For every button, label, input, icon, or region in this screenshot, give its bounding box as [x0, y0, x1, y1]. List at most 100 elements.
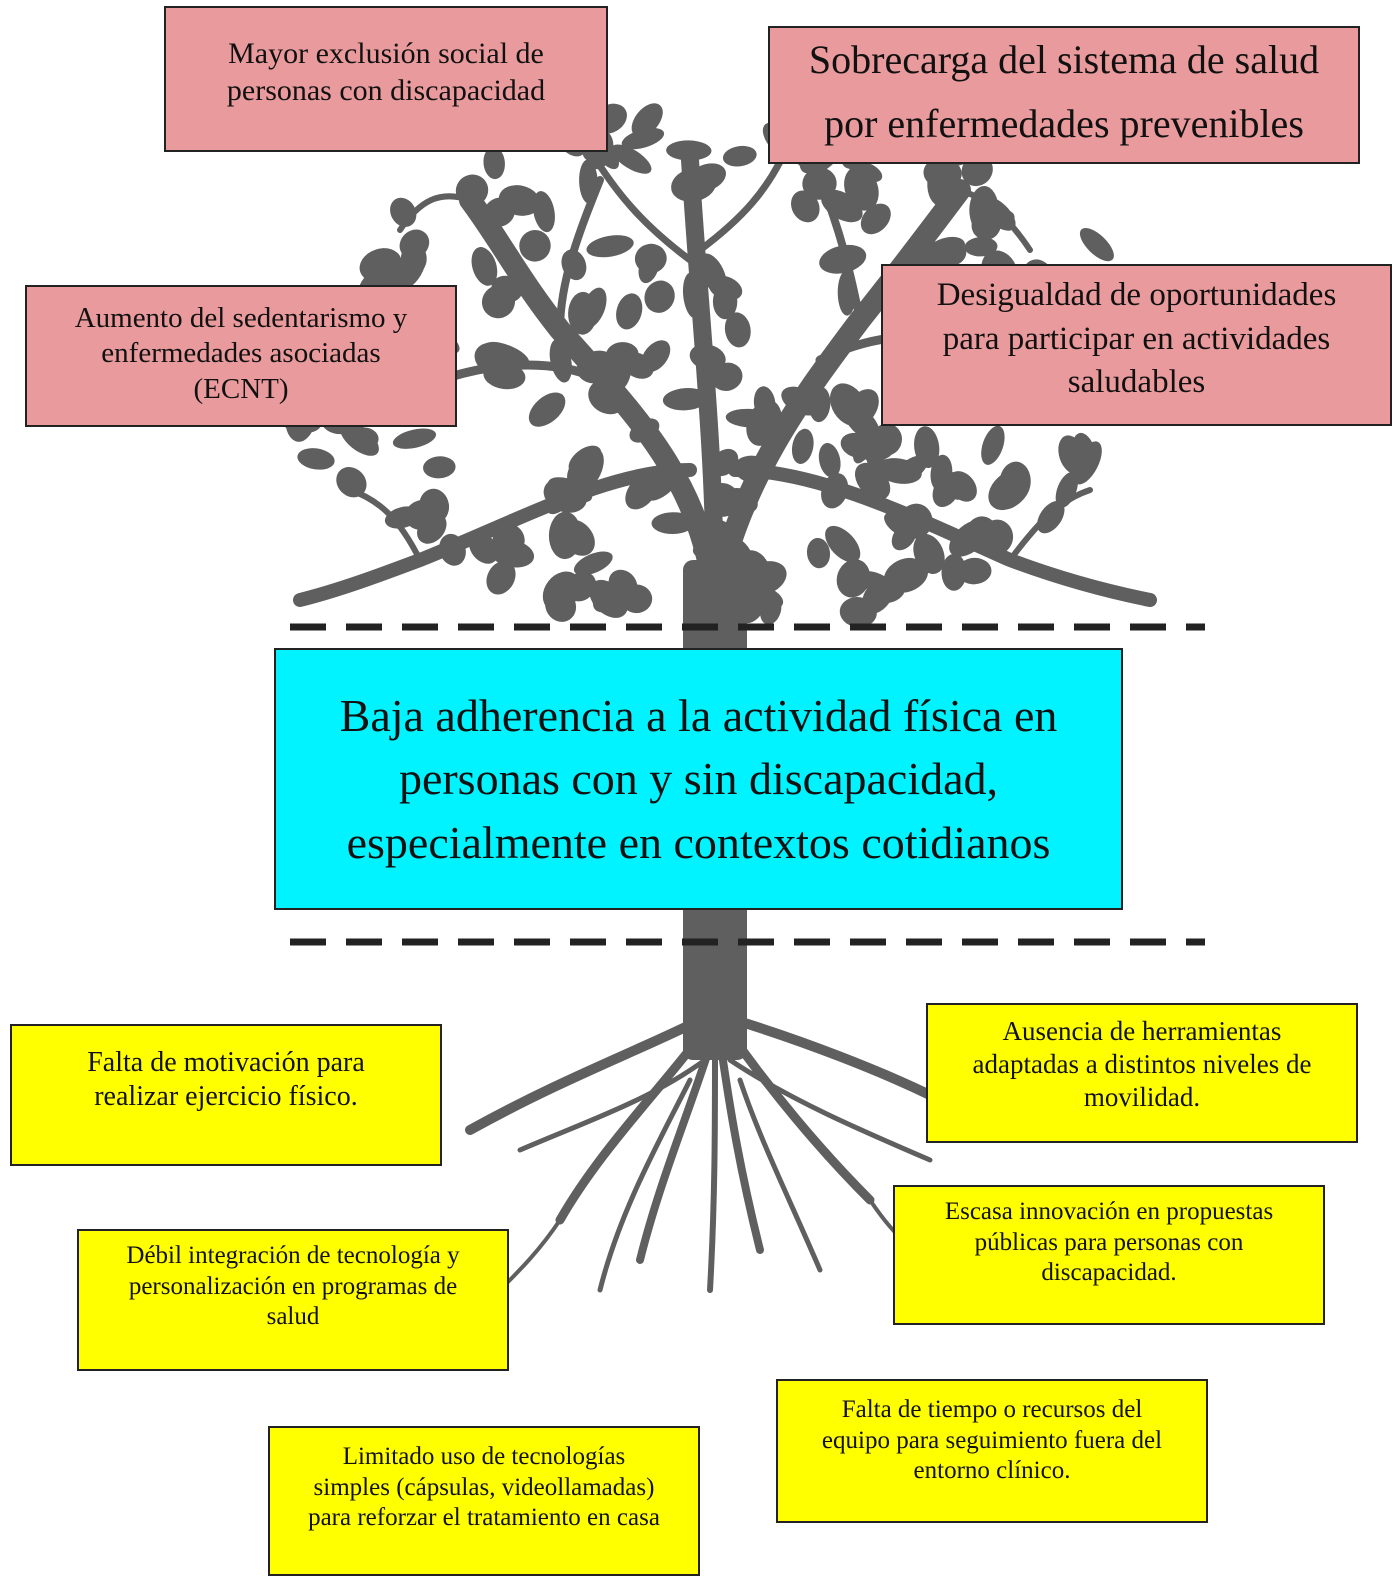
effect-box-social-exclusion: Mayor exclusión social de personas con d… [164, 6, 608, 152]
cause-text: Limitado uso de tecnologías simples (cáp… [308, 1443, 660, 1531]
leaf [935, 242, 967, 267]
effect-box-health-system-overload: Sobrecarga del sistema de salud por enfe… [768, 26, 1360, 164]
leaf [471, 247, 498, 286]
leaf [399, 229, 430, 259]
leaf [483, 146, 505, 180]
leaf [964, 236, 998, 257]
cause-box-weak-tech-integration: Débil integración de tecnología y person… [77, 1229, 509, 1371]
root [730, 1015, 945, 1105]
leaf [608, 569, 638, 600]
leaf [573, 551, 613, 576]
cause-box-low-innovation: Escasa innovación en propuestas públicas… [893, 1185, 1325, 1325]
effect-text: Aumento del sedentarismo y enfermedades … [74, 302, 408, 405]
leaf [981, 425, 1005, 465]
effect-box-sedentarism: Aumento del sedentarismo y enfermedades … [25, 285, 457, 427]
leaf [722, 145, 757, 167]
leaf [836, 559, 871, 598]
central-problem-text: Baja adherencia a la actividad física en… [339, 689, 1058, 868]
leaf [825, 525, 861, 563]
cause-box-lack-of-motivation: Falta de motivación para realizar ejerci… [10, 1024, 442, 1166]
branch [681, 151, 724, 609]
leaf [336, 467, 367, 498]
root [465, 1015, 705, 1135]
leaf [860, 203, 891, 235]
branch [556, 176, 604, 334]
leaf [791, 190, 820, 223]
cause-box-limited-simple-tech: Limitado uso de tecnologías simples (cáp… [268, 1426, 700, 1576]
branch [435, 360, 605, 385]
leaf [605, 342, 639, 368]
leaf [932, 472, 961, 508]
leaf [638, 251, 660, 284]
branch [816, 176, 864, 324]
leaf [486, 560, 516, 595]
leaf [297, 448, 335, 470]
leaf [708, 275, 743, 301]
cause-box-lack-of-time: Falta de tiempo o recursos del equipo pa… [776, 1379, 1208, 1523]
leaf [580, 287, 607, 328]
branch [586, 146, 694, 264]
leaf [359, 248, 402, 283]
branch [728, 463, 1157, 607]
leaf [519, 230, 551, 262]
branch [704, 179, 971, 611]
root [707, 1047, 718, 1293]
cause-text: Falta de motivación para realizar ejerci… [87, 1047, 365, 1113]
tree-branches [293, 136, 1157, 611]
effect-box-inequality: Desigualdad de oportunidades para partic… [881, 264, 1392, 426]
leaf [865, 434, 885, 470]
cause-text: Ausencia de herramientas adaptadas a dis… [972, 1016, 1312, 1112]
leaf [829, 383, 867, 426]
root [517, 1057, 708, 1153]
leaf [621, 127, 665, 150]
leaf [568, 445, 602, 475]
cause-box-no-adapted-tools: Ausencia de herramientas adaptadas a dis… [926, 1003, 1358, 1143]
leaf [876, 458, 922, 484]
leaf [611, 144, 652, 174]
leaf [666, 140, 712, 161]
effect-text: Mayor exclusión social de personas con d… [226, 37, 546, 107]
root [716, 1036, 764, 1254]
leaf [725, 408, 774, 428]
leaf [1072, 441, 1102, 485]
leaf [423, 456, 456, 479]
leaf [724, 312, 751, 348]
leaf [662, 388, 709, 411]
leaf [528, 392, 566, 427]
branch [293, 463, 697, 607]
leaf [941, 553, 967, 591]
leaf [616, 293, 643, 330]
cause-text: Falta de tiempo o recursos del equipo pa… [821, 1396, 1163, 1484]
leaf [999, 461, 1031, 503]
central-problem-box: Baja adherencia a la actividad física en… [274, 648, 1123, 910]
leaf [348, 427, 379, 451]
leaf [1079, 227, 1114, 262]
leaf [891, 522, 917, 551]
branch [459, 189, 726, 611]
leaf [565, 571, 597, 602]
leaf [417, 513, 447, 544]
effect-text: Desigualdad de oportunidades para partic… [936, 277, 1337, 401]
leaf [481, 285, 516, 319]
leaf [711, 362, 743, 391]
leaf [818, 443, 841, 478]
leaf [392, 428, 437, 449]
tree-roots [465, 1015, 945, 1293]
root [597, 1077, 693, 1293]
branch [1007, 487, 1093, 563]
root [636, 1036, 716, 1264]
leaf [586, 235, 634, 258]
leaf [862, 578, 894, 614]
leaf [791, 428, 814, 464]
branch [957, 187, 1033, 253]
root [498, 1218, 562, 1292]
effect-text: Sobrecarga del sistema de salud por enfe… [808, 37, 1320, 146]
cause-text: Escasa innovación en propuestas públicas… [944, 1198, 1274, 1286]
root [727, 1057, 933, 1163]
leaf [844, 166, 879, 211]
leaf [394, 247, 427, 290]
leaf [548, 511, 582, 560]
branch [347, 487, 423, 563]
leaf [644, 280, 675, 313]
cause-text: Débil integración de tecnología y person… [126, 1242, 460, 1330]
